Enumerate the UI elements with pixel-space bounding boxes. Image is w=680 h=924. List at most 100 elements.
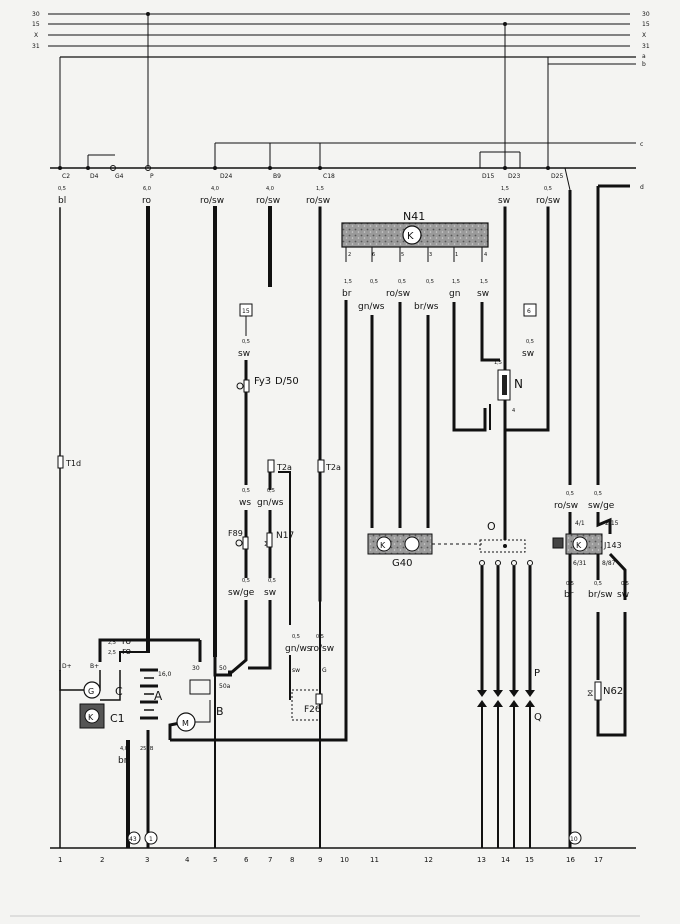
connector-d15: D15 bbox=[482, 173, 494, 180]
right-group-wires bbox=[568, 512, 627, 848]
g40-relay-icon: K bbox=[380, 541, 386, 550]
batt-t50: 50 bbox=[219, 665, 227, 672]
n41-wire2-size: 0,5 bbox=[370, 279, 378, 285]
connector-g4: G4 bbox=[115, 173, 124, 180]
batt-ro1-color: ro bbox=[122, 637, 132, 647]
q-label: Q bbox=[534, 712, 542, 723]
rg-pin-41: 4/1 bbox=[575, 520, 585, 527]
j143-relay-icon: K bbox=[576, 541, 582, 550]
rg-rosw-color: ro/sw bbox=[554, 501, 578, 511]
rg-swge-size: 0,5 bbox=[594, 491, 602, 497]
battery-labels: 2,5 ro 2,5 ro D+ B+ 16,0 30 50 50a A B C… bbox=[62, 637, 231, 766]
n62-valve: ⧖ N62 bbox=[587, 681, 623, 701]
col6-size: 0,5 bbox=[242, 339, 250, 345]
alternator-symbol: G K bbox=[79, 681, 105, 729]
d-line bbox=[564, 167, 630, 485]
n41-pin-2: 2 bbox=[348, 252, 351, 258]
bus-label-30-left: 30 bbox=[32, 11, 40, 18]
mid-wire-labels: 0,5 ws 0,5 gn/ws 0,5 sw/ge 0,5 sw bbox=[228, 488, 284, 598]
n-relay-label: N bbox=[514, 377, 523, 391]
fuse-15: 15 bbox=[239, 303, 253, 317]
starter-motor-icon: M bbox=[182, 719, 189, 728]
lm-gnws-color: gn/ws bbox=[285, 644, 312, 654]
thick-wires bbox=[59, 206, 550, 671]
col-number-4: 4 bbox=[185, 856, 190, 864]
n-relay: 1,5 N 4 bbox=[489, 360, 523, 540]
fuse-6-label: 6 bbox=[527, 308, 531, 315]
col6-wire-label: 0,5 sw bbox=[238, 339, 250, 359]
mid-wires bbox=[228, 471, 291, 674]
n-relay-pin: 4 bbox=[512, 408, 515, 414]
n41-wire2-color: gn/ws bbox=[358, 302, 385, 312]
connector-b9: B9 bbox=[273, 173, 281, 180]
n41-wire3-color: ro/sw bbox=[386, 289, 410, 299]
wire9-color: ro/sw bbox=[306, 196, 330, 206]
col-number-5: 5 bbox=[213, 856, 217, 864]
lower-mid-wires bbox=[289, 600, 323, 848]
batt-ro2-color: ro bbox=[122, 647, 132, 657]
p-label: P bbox=[534, 668, 540, 679]
bus-label-x-left: X bbox=[34, 32, 38, 39]
bus-label-30-right: 30 bbox=[642, 11, 650, 18]
n41-wire4-size: 0,5 bbox=[426, 279, 434, 285]
fuse-6: 6 bbox=[523, 303, 537, 317]
connector-d25: D25 bbox=[551, 173, 563, 180]
regulator-icon: K bbox=[88, 713, 94, 722]
n41-label: N41 bbox=[403, 210, 425, 223]
rg-swge-color: sw/ge bbox=[588, 501, 615, 511]
wire1-color: bl bbox=[58, 196, 66, 206]
n41-module: K N41 bbox=[341, 210, 489, 248]
t2a-left-label: T2a bbox=[276, 463, 292, 472]
n41-pin-6: 6 bbox=[372, 252, 375, 258]
wire5-size: 4,0 bbox=[211, 186, 219, 192]
fy3-switch: Fy3 D/50 bbox=[236, 376, 299, 393]
bus-labels-left: 30 15 X 31 bbox=[32, 11, 40, 50]
fuse-15-label: 15 bbox=[242, 308, 250, 315]
t2a-right-label: T2a bbox=[325, 463, 341, 472]
col-number-2: 2 bbox=[100, 856, 104, 864]
n-right-wire-label: 0,5 sw bbox=[522, 339, 534, 359]
bus-label-15-right: 15 bbox=[642, 21, 650, 28]
col-number-11: 11 bbox=[370, 856, 379, 864]
wire7-size: 4,0 bbox=[266, 186, 274, 192]
n-right-color: sw bbox=[522, 349, 534, 359]
n41-pin-3: 3 bbox=[429, 252, 432, 258]
n-right-size: 0,5 bbox=[526, 339, 534, 345]
column-numbers: 1 2 3 4 5 6 7 8 9 10 11 12 13 14 15 16 1… bbox=[58, 856, 603, 864]
starter-symbol: M bbox=[176, 679, 211, 732]
bus-label-31-left: 31 bbox=[32, 43, 40, 50]
connector-d24: D24 bbox=[220, 173, 232, 180]
g40-label: G40 bbox=[392, 558, 412, 569]
ground-rail bbox=[50, 670, 636, 849]
bus-label-15-left: 15 bbox=[32, 21, 40, 28]
mid-swge-color: sw/ge bbox=[228, 588, 255, 598]
ground-mark-10: 10 bbox=[570, 836, 578, 843]
f26-label: F26 bbox=[304, 705, 321, 715]
rg-pin-631: 6/31 bbox=[573, 560, 587, 567]
regulator-c1-label: C1 bbox=[110, 712, 125, 725]
n17-label: N17 bbox=[276, 531, 294, 541]
rg-pin-215: 2/15 bbox=[605, 520, 619, 527]
n17-valve: ⧖ N17 bbox=[264, 531, 294, 548]
n41-wire-labels: 1,5 br 0,5 gn/ws 0,5 ro/sw 0,5 br/ws 1,5… bbox=[342, 279, 489, 312]
mid-ws-size: 0,5 bbox=[242, 488, 250, 494]
bus-feeds bbox=[59, 14, 549, 168]
wire14-color: sw bbox=[498, 196, 510, 206]
lm-gnws-size: 0,5 bbox=[292, 634, 300, 640]
lm-sw: sw bbox=[292, 667, 300, 674]
batt-br2-color: B bbox=[150, 746, 154, 752]
lm-rosw-color: ro/sw bbox=[310, 644, 334, 654]
mid-gnws-size: 0,5 bbox=[267, 488, 275, 494]
n41-arrows bbox=[345, 247, 483, 262]
t2a-right: T2a bbox=[317, 459, 341, 473]
wire3-color: ro bbox=[142, 196, 152, 206]
f89-label: F89 bbox=[228, 529, 243, 538]
connector-d4: D4 bbox=[90, 173, 99, 180]
n41-wires bbox=[170, 300, 500, 742]
col-number-13: 13 bbox=[477, 856, 486, 864]
top-bus bbox=[48, 13, 636, 65]
wire5-color: ro/sw bbox=[200, 196, 224, 206]
n41-pin-5: 5 bbox=[401, 252, 404, 258]
batt-br-size: 4,0 bbox=[120, 746, 128, 752]
